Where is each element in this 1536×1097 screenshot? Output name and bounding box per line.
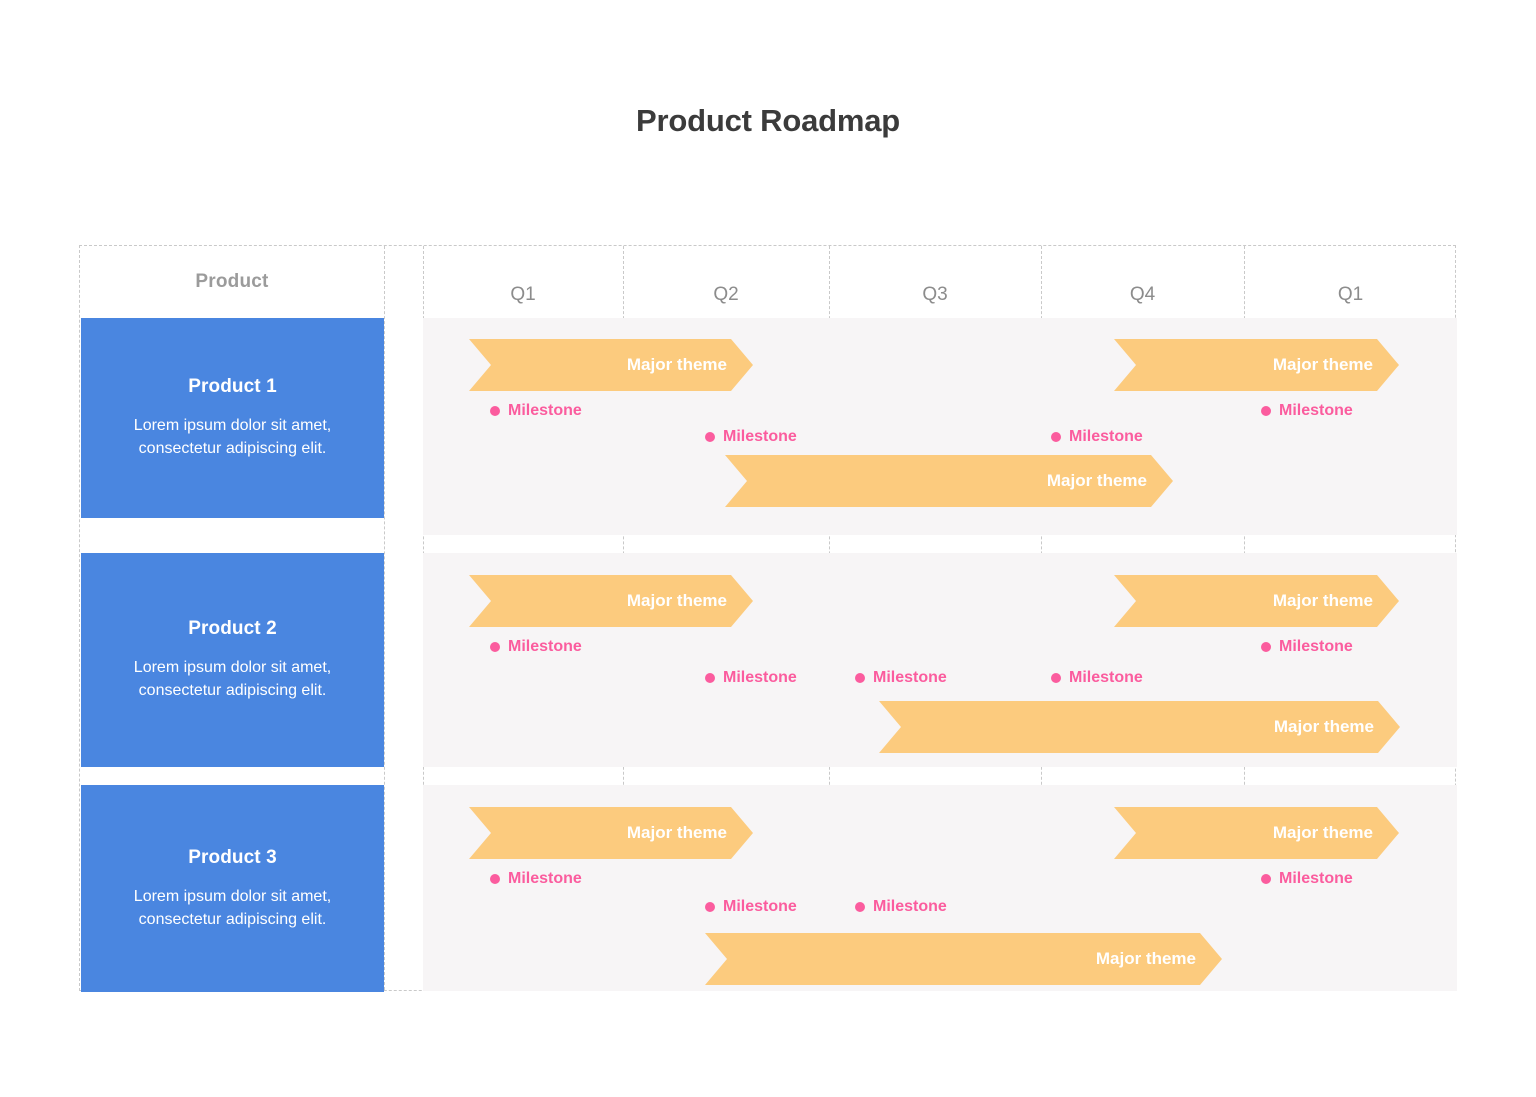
milestone-1-4[interactable]: Milestone <box>1051 428 1143 446</box>
milestone-label: Milestone <box>1069 428 1143 445</box>
product-row-1: Product 1 Lorem ipsum dolor sit amet, co… <box>80 318 1457 535</box>
theme-bar-3-2[interactable]: Major theme <box>1114 807 1399 859</box>
milestone-label: Milestone <box>723 669 797 686</box>
product-name-1: Product 1 <box>188 376 277 397</box>
product-name-3: Product 3 <box>188 846 277 868</box>
column-header-q1-next: Q1 <box>1337 284 1364 305</box>
milestone-dot-icon <box>490 874 500 884</box>
theme-bar-2-2[interactable]: Major theme <box>1114 575 1399 627</box>
milestone-label: Milestone <box>723 898 797 915</box>
milestone-1-2[interactable]: Milestone <box>1261 402 1353 420</box>
milestone-dot-icon <box>705 673 715 683</box>
milestone-dot-icon <box>490 406 500 416</box>
column-header-q2: Q2 <box>713 284 739 305</box>
milestone-label: Milestone <box>1279 870 1353 887</box>
milestone-dot-icon <box>1051 432 1061 442</box>
theme-bar-1-2[interactable]: Major theme <box>1114 339 1399 391</box>
milestone-dot-icon <box>1261 642 1271 652</box>
theme-bar-label: Major theme <box>1272 823 1373 842</box>
column-header-q4: Q4 <box>1129 284 1156 305</box>
product-card-1[interactable]: Product 1 Lorem ipsum dolor sit amet, co… <box>81 318 384 518</box>
column-divider-product <box>384 246 385 990</box>
product-card-3[interactable]: Product 3 Lorem ipsum dolor sit amet, co… <box>81 785 384 992</box>
milestone-dot-icon <box>855 673 865 683</box>
theme-bar-label: Major theme <box>626 355 727 374</box>
product-row-3: Product 3 Lorem ipsum dolor sit amet, co… <box>80 767 1457 992</box>
milestone-1-3[interactable]: Milestone <box>705 428 797 446</box>
theme-bar-2-3[interactable]: Major theme <box>879 701 1400 753</box>
milestone-dot-icon <box>705 432 715 442</box>
product-description-3: Lorem ipsum dolor sit amet, consectetur … <box>133 887 332 928</box>
product-description-2: Lorem ipsum dolor sit amet, consectetur … <box>133 659 332 699</box>
column-header-product: Product <box>195 271 269 292</box>
milestone-2-2[interactable]: Milestone <box>1261 638 1353 656</box>
milestone-dot-icon <box>705 902 715 912</box>
milestone-dot-icon <box>1261 874 1271 884</box>
product-row-2: Product 2 Lorem ipsum dolor sit amet, co… <box>80 535 1457 767</box>
milestone-label: Milestone <box>723 428 797 445</box>
product-description-1: Lorem ipsum dolor sit amet, consectetur … <box>133 417 332 457</box>
theme-bar-label: Major theme <box>626 823 727 842</box>
milestone-2-1[interactable]: Milestone <box>490 638 582 656</box>
milestone-label: Milestone <box>508 638 582 655</box>
theme-bar-3-1[interactable]: Major theme <box>469 807 753 859</box>
page-title: Product Roadmap <box>636 103 900 138</box>
milestone-label: Milestone <box>1279 402 1353 419</box>
milestone-dot-icon <box>1261 406 1271 416</box>
milestone-2-5[interactable]: Milestone <box>1051 669 1143 687</box>
milestone-1-1[interactable]: Milestone <box>490 402 582 420</box>
product-name-2: Product 2 <box>188 618 277 639</box>
column-header-q1: Q1 <box>510 284 536 305</box>
milestone-3-3[interactable]: Milestone <box>705 898 797 916</box>
milestone-2-4[interactable]: Milestone <box>855 669 947 687</box>
product-card-2[interactable]: Product 2 Lorem ipsum dolor sit amet, co… <box>81 553 384 767</box>
milestone-3-1[interactable]: Milestone <box>490 870 582 888</box>
milestone-3-4[interactable]: Milestone <box>855 898 947 916</box>
theme-bar-label: Major theme <box>1272 591 1373 610</box>
theme-bar-label: Major theme <box>1273 717 1374 736</box>
milestone-label: Milestone <box>508 870 582 887</box>
theme-bar-3-3[interactable]: Major theme <box>705 933 1222 985</box>
milestone-dot-icon <box>855 902 865 912</box>
theme-bar-label: Major theme <box>626 591 727 610</box>
milestone-2-3[interactable]: Milestone <box>705 669 797 687</box>
roadmap-table: Product Q1 Q2 Q3 Q4 Q1 Product 1 Lorem i… <box>79 245 1457 992</box>
milestone-label: Milestone <box>873 898 947 915</box>
milestone-label: Milestone <box>873 669 947 686</box>
column-header-q3: Q3 <box>922 284 948 305</box>
theme-bar-label: Major theme <box>1046 471 1147 490</box>
milestone-label: Milestone <box>508 402 582 419</box>
theme-bar-1-1[interactable]: Major theme <box>469 339 753 391</box>
milestone-label: Milestone <box>1279 638 1353 655</box>
table-header-row: Product Q1 Q2 Q3 Q4 Q1 <box>80 246 1457 318</box>
theme-bar-1-3[interactable]: Major theme <box>725 455 1173 507</box>
theme-bar-label: Major theme <box>1095 949 1196 968</box>
milestone-3-2[interactable]: Milestone <box>1261 870 1353 888</box>
milestone-label: Milestone <box>1069 669 1143 686</box>
milestone-dot-icon <box>1051 673 1061 683</box>
theme-bar-2-1[interactable]: Major theme <box>469 575 753 627</box>
milestone-dot-icon <box>490 642 500 652</box>
theme-bar-label: Major theme <box>1272 355 1373 374</box>
